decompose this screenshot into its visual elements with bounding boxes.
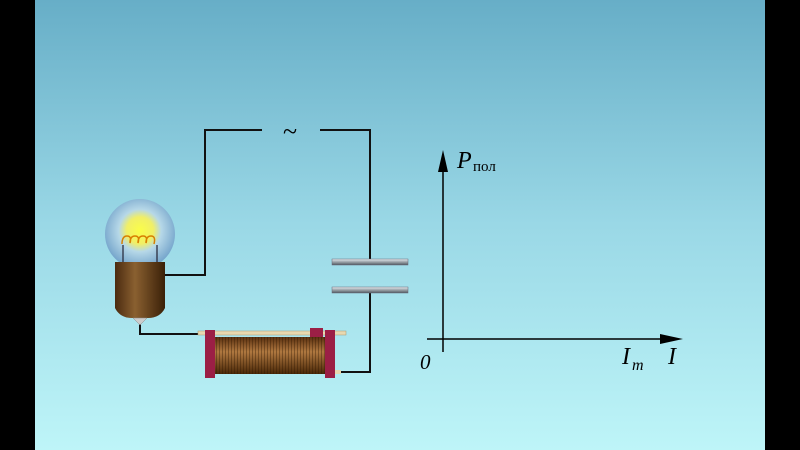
capacitor [331,258,409,294]
origin-label: 0 [420,350,431,374]
light-bulb [105,199,175,326]
ac-source-symbol: ~ [283,117,297,146]
y-axis-arrow-icon [438,150,448,172]
x-axis-label: I [667,344,677,370]
x-tick-subscript: m [632,357,644,374]
wires [139,129,371,373]
rheostat [197,328,347,378]
x-tick-label: I [621,344,631,370]
rheostat-slider[interactable] [310,328,323,337]
graph: 0 P пол I m I [420,148,683,374]
x-axis-arrow-icon [660,334,683,344]
y-axis-label: P [456,148,472,174]
y-axis-subscript: пол [473,159,496,175]
